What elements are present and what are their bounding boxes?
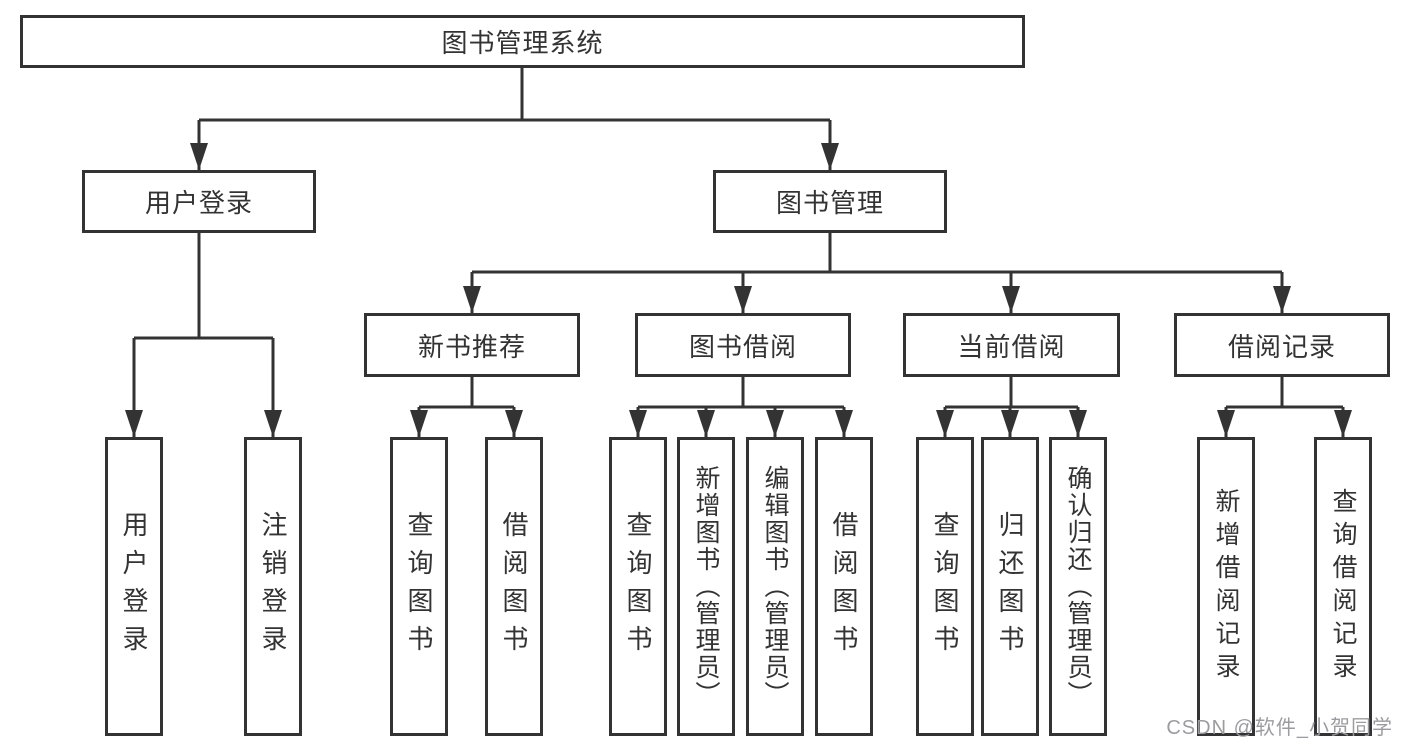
- node-new-book-recommend: 新书推荐: [364, 313, 580, 377]
- leaf-borrowing-edit-books-admin: 编辑图书（管理员）: [746, 437, 804, 736]
- leaf-borrowing-borrow-books: 借阅图书: [815, 437, 873, 736]
- node-book-management: 图书管理: [713, 170, 947, 233]
- node-root-library-system: 图书管理系统: [20, 15, 1025, 68]
- node-current-borrowing: 当前借阅: [903, 313, 1120, 377]
- node-user-login: 用户登录: [82, 170, 316, 233]
- leaf-user-login: 用户登录: [105, 437, 163, 736]
- node-book-borrowing: 图书借阅: [635, 313, 851, 377]
- arrowhead-icons: [125, 143, 1352, 437]
- leaf-recommend-query-books: 查询图书: [390, 437, 448, 736]
- leaf-records-add-borrow-record: 新增借阅记录: [1197, 437, 1255, 736]
- leaf-current-confirm-return-admin: 确认归还（管理员）: [1049, 437, 1107, 736]
- node-borrow-records: 借阅记录: [1174, 313, 1390, 377]
- csdn-watermark: CSDN @软件_小贺同学: [1166, 717, 1393, 739]
- leaf-records-query-borrow-record: 查询借阅记录: [1314, 437, 1372, 736]
- leaf-current-query-books: 查询图书: [916, 437, 974, 736]
- leaf-borrowing-add-books-admin: 新增图书（管理员）: [677, 437, 735, 736]
- leaf-logout-login: 注销登录: [244, 437, 302, 736]
- leaf-current-return-books: 归还图书: [981, 437, 1039, 736]
- leaf-borrowing-query-books: 查询图书: [609, 437, 667, 736]
- leaf-recommend-borrow-books: 借阅图书: [485, 437, 543, 736]
